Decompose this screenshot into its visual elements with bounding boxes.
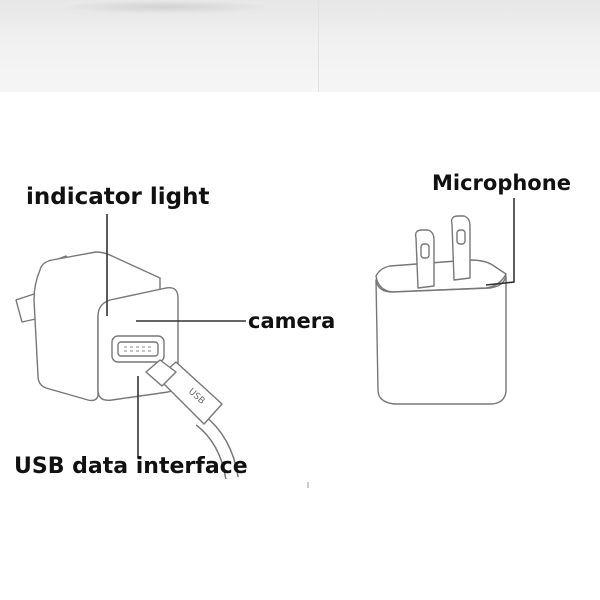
right-charger-prong-left (416, 230, 434, 288)
indicator-light-label: indicator light (26, 186, 210, 209)
microphone-label: Microphone (432, 173, 571, 194)
right-charger-front (376, 276, 506, 404)
right-charger-top (376, 260, 506, 292)
camera-label: camera (248, 311, 335, 332)
right-charger (376, 216, 506, 404)
usb-port-inner (118, 342, 158, 356)
right-charger-prong-right (452, 216, 470, 280)
usb-data-interface-label: USB data interface (14, 456, 248, 478)
